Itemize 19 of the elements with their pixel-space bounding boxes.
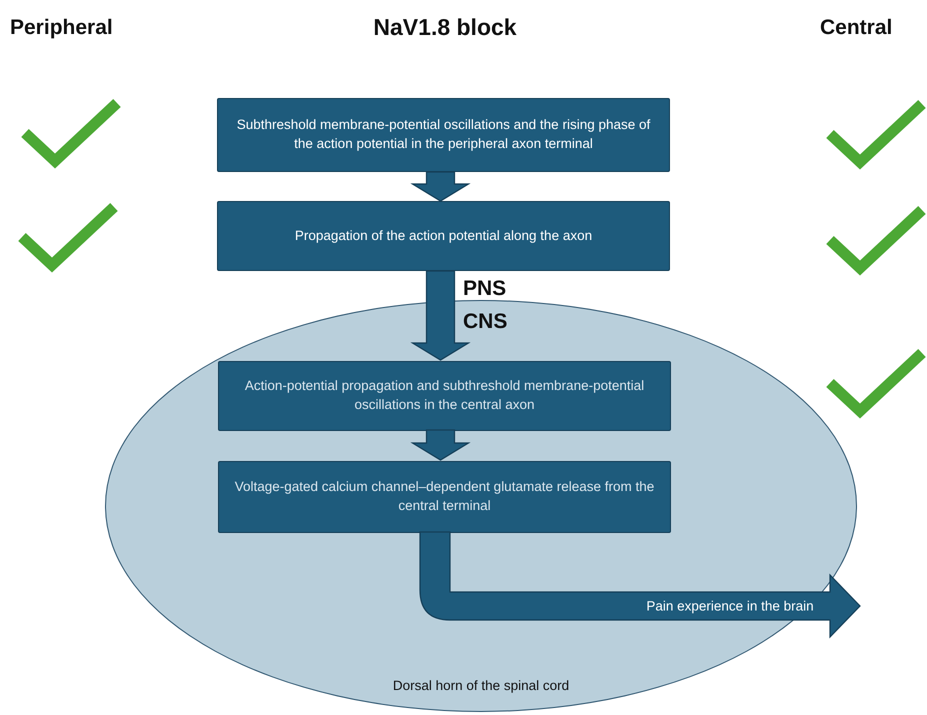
process-box xyxy=(218,361,671,431)
process-text: Action-potential propagation and subthreshold membrane-potential oscillations in the central axon xyxy=(244,377,646,414)
region-label: CNS xyxy=(463,310,508,334)
column-heading: Central xyxy=(820,16,892,40)
process-text: Voltage-gated calcium channel–dependent glutamate release from the central terminal xyxy=(234,478,656,515)
region-label: PNS xyxy=(463,277,506,301)
process-box xyxy=(218,461,671,533)
edge-label: Pain experience in the brain xyxy=(646,598,814,614)
diagram-title: NaV1.8 block xyxy=(373,14,517,41)
region-label: Dorsal horn of the spinal cord xyxy=(392,678,570,693)
block-arrow xyxy=(410,270,471,361)
process-text: Subthreshold membrane-potential oscillations and the rising phase of the action potential in the peripheral axon terminal xyxy=(236,116,652,153)
process-box xyxy=(217,98,670,172)
block-arrow xyxy=(410,429,471,461)
block-arrow xyxy=(419,531,861,638)
column-heading: Peripheral xyxy=(10,16,113,40)
process-box xyxy=(217,201,670,271)
process-text: Propagation of the action potential along the axon xyxy=(294,226,592,245)
block-arrow xyxy=(410,171,471,202)
